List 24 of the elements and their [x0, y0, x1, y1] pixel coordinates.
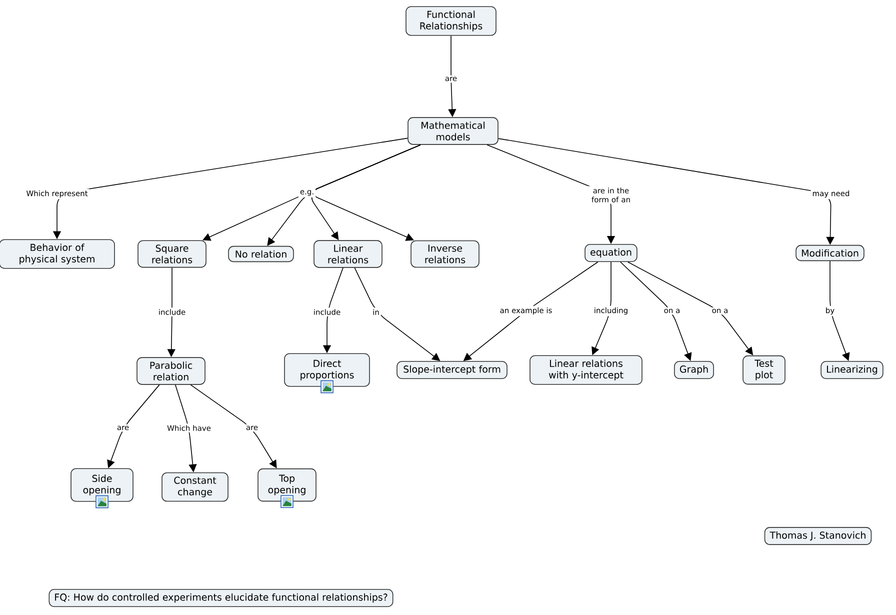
concept-box: Test plot	[742, 355, 786, 385]
arrow	[620, 262, 692, 361]
concept-box: Constant change	[162, 472, 228, 502]
concept-box: Thomas J. Stanovich	[764, 527, 872, 545]
concept-box: Direct proportions	[284, 353, 370, 387]
concept-box: Functional Relationships	[406, 6, 496, 36]
concept-box: FQ: How do controlled experiments elucidate functional relationships?	[48, 589, 394, 607]
concept-box: Slope-intercept form	[396, 361, 508, 379]
arrow	[190, 384, 277, 468]
concept-box: Mathematical models	[408, 117, 498, 145]
concept-box: equation	[584, 244, 638, 262]
concept-box: No relation	[228, 246, 294, 262]
concept-box: Graph	[674, 361, 714, 379]
concept-box: Square relations	[138, 240, 206, 268]
concept-box: Modification	[796, 244, 864, 262]
concept-box: Side opening	[70, 468, 134, 502]
concept-box: Parabolic relation	[136, 357, 206, 385]
concept-box: Behavior of physical system	[0, 239, 115, 269]
concept-box: Linear relations	[314, 240, 382, 268]
concept-box: Inverse relations	[410, 240, 480, 268]
concept-box: Linearizing	[820, 361, 884, 379]
concept-box: Linear relations with y-intercept	[530, 355, 642, 385]
arrow	[830, 260, 850, 361]
concept-box: Top opening	[258, 468, 316, 502]
